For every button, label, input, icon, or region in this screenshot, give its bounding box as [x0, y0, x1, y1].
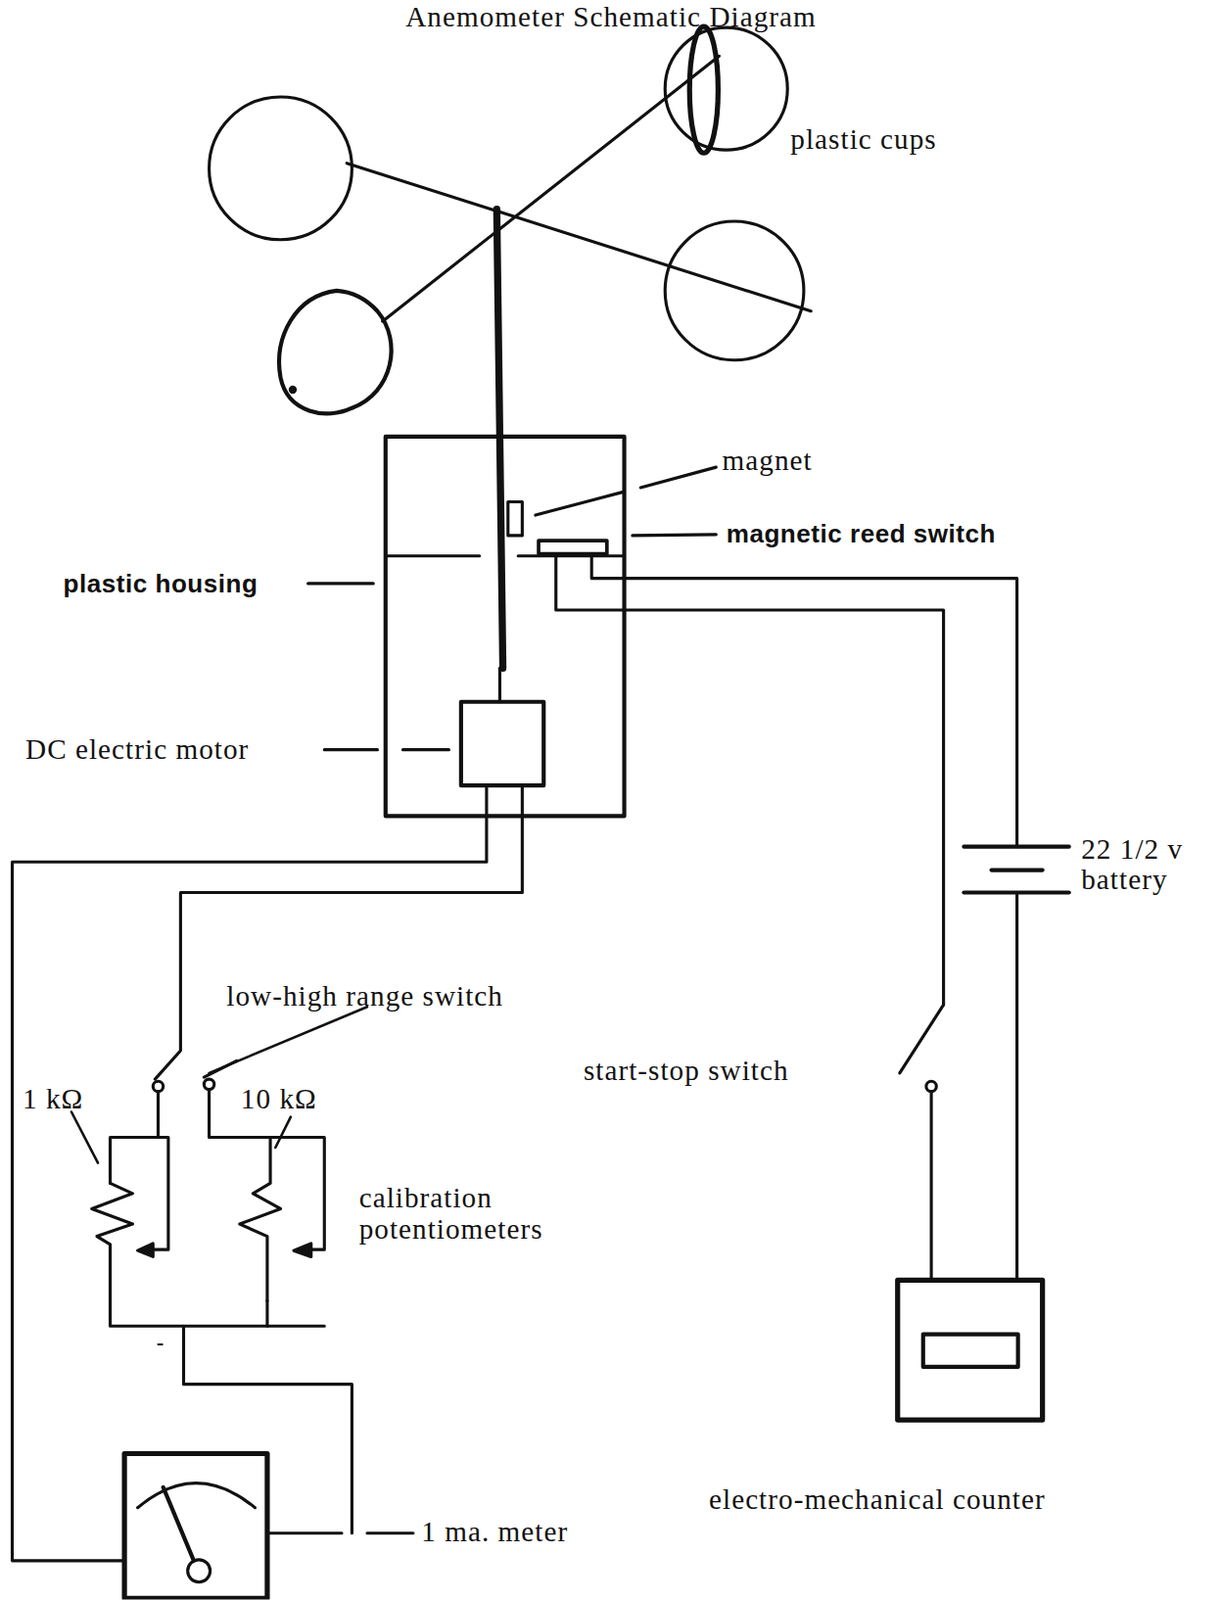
part-label: calibration potentiometers: [359, 1182, 614, 1245]
cup-arm: [382, 55, 720, 322]
diagram-title: Anemometer Schematic Diagram: [405, 1, 817, 33]
part-label: plastic cups: [790, 124, 937, 155]
part-label: magnet: [722, 445, 813, 476]
cup-rim: [689, 26, 718, 153]
potentiometer: [239, 1137, 282, 1302]
cup: [664, 221, 804, 361]
part-label: 22 1/2 v battery: [1081, 834, 1220, 896]
cup: [209, 96, 353, 240]
plastic-housing: [385, 436, 625, 817]
dc-motor: [461, 702, 544, 786]
part-label: low-high range switch: [226, 981, 504, 1012]
part-label: electro-mechanical counter: [708, 1484, 1046, 1515]
cup-arm: [346, 163, 811, 312]
part-label: DC electric motor: [25, 734, 249, 765]
reed-switch: [538, 540, 608, 555]
potentiometer: [92, 1182, 134, 1301]
cup: [279, 290, 392, 414]
cup: [664, 27, 788, 150]
resistance-value: 10 kΩ: [240, 1083, 318, 1115]
magnet: [508, 502, 523, 536]
counter: [897, 1279, 1043, 1420]
resistance-value: 1 kΩ: [22, 1083, 84, 1115]
milliammeter: [124, 1453, 268, 1598]
switch-blade: [899, 1004, 944, 1074]
part-label: plastic housing: [63, 567, 259, 599]
part-label: start-stop switch: [583, 1055, 790, 1086]
battery-symbol: [963, 845, 1069, 849]
part-label: magnetic reed switch: [726, 517, 996, 549]
part-label: 1 ma. meter: [421, 1516, 568, 1548]
